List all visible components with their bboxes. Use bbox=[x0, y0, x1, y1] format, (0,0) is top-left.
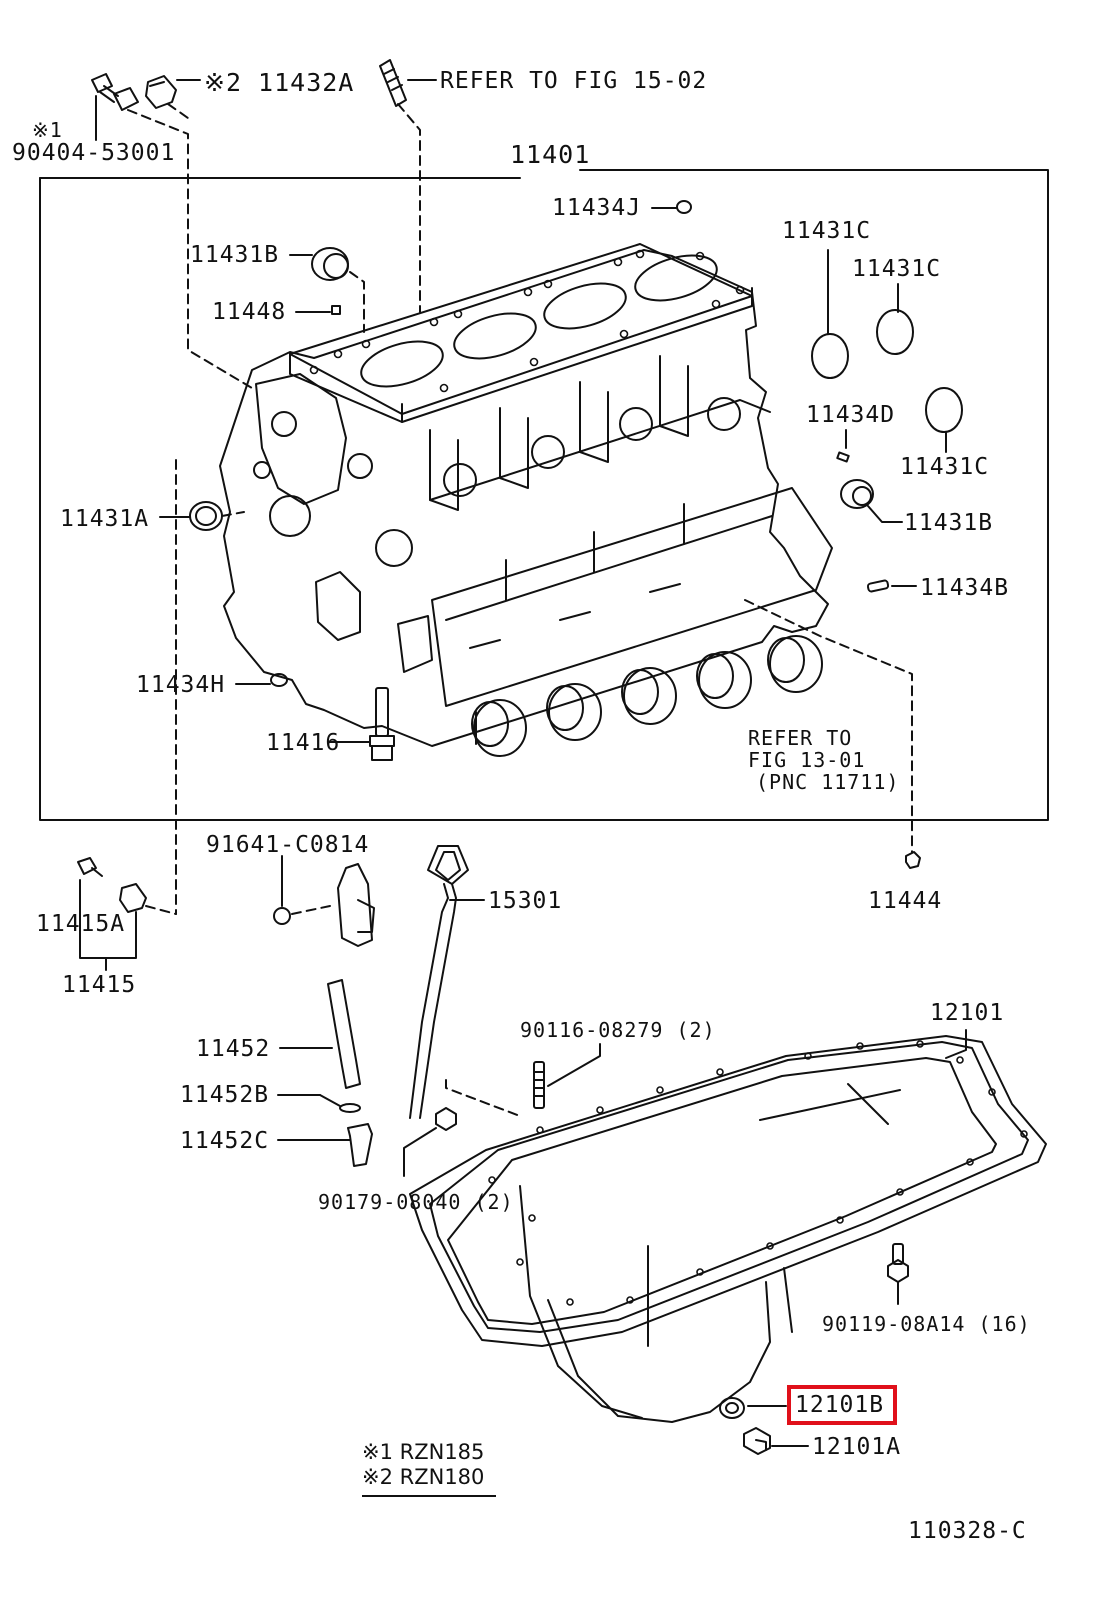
bolt-11416 bbox=[327, 687, 395, 761]
part-label-11431A[interactable]: 11431A bbox=[60, 506, 150, 532]
highlight-box bbox=[787, 1385, 897, 1425]
part-label-11452B[interactable]: 11452B bbox=[180, 1082, 270, 1108]
part-label-11434J[interactable]: 11434J bbox=[552, 195, 642, 221]
part-label-90119-08A14[interactable]: 90119-08A14 (16) bbox=[822, 1312, 1031, 1336]
oil-pan-12101 bbox=[409, 1029, 1047, 1423]
cylinder-block-11401 bbox=[219, 243, 833, 747]
part-label-11444[interactable]: 11444 bbox=[868, 888, 943, 914]
drain-plug-12101A bbox=[743, 1427, 809, 1455]
plug-11444 bbox=[905, 851, 921, 869]
part-label-211432A[interactable]: ※2 11432A bbox=[204, 68, 355, 97]
pin-11434D bbox=[836, 429, 850, 463]
part-label-11431C-1[interactable]: 11431C bbox=[782, 218, 872, 244]
part-label-91641-C0814[interactable]: 91641-C0814 bbox=[206, 832, 370, 858]
seal-11431B-right bbox=[840, 479, 903, 523]
gauge-guide bbox=[273, 855, 375, 947]
figure-code: 110328-C bbox=[908, 1518, 1027, 1544]
notes-underline bbox=[362, 1495, 496, 1497]
refer-fig-13-01-line1[interactable]: REFER TO bbox=[748, 726, 853, 750]
plug-11431C-1 bbox=[811, 249, 849, 379]
star-1-marker: ※1 bbox=[32, 118, 63, 142]
refer-fig-13-01-line2[interactable]: FIG 13-01 bbox=[748, 748, 866, 772]
part-label-12101A[interactable]: 12101A bbox=[812, 1434, 902, 1460]
note-rzn180: ※2 RZN180 bbox=[362, 1465, 485, 1489]
part-label-11415A[interactable]: 11415A bbox=[36, 911, 126, 937]
part-label-90116-08279[interactable]: 90116-08279 (2) bbox=[520, 1018, 716, 1042]
part-label-11401[interactable]: 11401 bbox=[510, 140, 591, 169]
part-label-11431B-right[interactable]: 11431B bbox=[904, 510, 994, 536]
pin-11434B bbox=[866, 579, 917, 593]
part-label-11434H[interactable]: 11434H bbox=[136, 672, 226, 698]
plug-11434H bbox=[235, 673, 288, 687]
refer-fig-13-01-line3[interactable]: (PNC 11711) bbox=[756, 770, 900, 794]
part-label-90179-08040[interactable]: 90179-08040 (2) bbox=[318, 1190, 514, 1214]
part-label-11431C-3[interactable]: 11431C bbox=[900, 454, 990, 480]
oring-11452B bbox=[277, 1094, 361, 1113]
plug-11431C-2 bbox=[876, 283, 914, 355]
plug-11431A bbox=[159, 501, 223, 531]
clamp-11452C bbox=[277, 1123, 373, 1167]
model-notes: ※1 RZN185 ※2 RZN180 bbox=[362, 1440, 496, 1497]
part-label-12101[interactable]: 12101 bbox=[930, 1000, 1005, 1026]
part-label-15301[interactable]: 15301 bbox=[488, 888, 563, 914]
plug-11431B-top bbox=[289, 247, 349, 281]
crankshaft-bearings bbox=[471, 635, 823, 757]
note-rzn185: ※1 RZN185 bbox=[362, 1440, 485, 1464]
gasket-12101B bbox=[719, 1397, 787, 1419]
part-label-90404-53001[interactable]: 90404-53001 bbox=[12, 140, 176, 166]
gauge-tube-11452 bbox=[279, 979, 361, 1089]
plug-11415A bbox=[77, 857, 147, 913]
part-label-11452[interactable]: 11452 bbox=[196, 1036, 271, 1062]
plug-11432A bbox=[145, 75, 201, 109]
part-label-11434D[interactable]: 11434D bbox=[806, 402, 896, 428]
stud-refer-15-02 bbox=[379, 59, 437, 107]
part-label-11416[interactable]: 11416 bbox=[266, 730, 341, 756]
part-label-11448[interactable]: 11448 bbox=[212, 299, 287, 325]
bolt-90179 bbox=[403, 1107, 457, 1177]
refer-fig-15-02[interactable]: REFER TO FIG 15-02 bbox=[440, 68, 708, 94]
dipstick-15301 bbox=[409, 845, 485, 1119]
plug-11434J bbox=[651, 200, 692, 214]
part-label-12101B[interactable]: 12101B bbox=[795, 1392, 885, 1418]
stud-90116 bbox=[533, 1043, 601, 1109]
part-label-11415[interactable]: 11415 bbox=[62, 972, 137, 998]
plug-11431C-3 bbox=[925, 387, 963, 453]
part-label-11431B-top[interactable]: 11431B bbox=[190, 242, 280, 268]
drain-cock-90404 bbox=[91, 73, 139, 141]
part-label-11431C-2[interactable]: 11431C bbox=[852, 256, 942, 282]
block-assembly-frame bbox=[39, 169, 1049, 821]
part-label-11434B[interactable]: 11434B bbox=[920, 575, 1010, 601]
part-label-11452C[interactable]: 11452C bbox=[180, 1128, 270, 1154]
bolt-90119 bbox=[887, 1243, 909, 1305]
plug-11448 bbox=[295, 305, 341, 315]
